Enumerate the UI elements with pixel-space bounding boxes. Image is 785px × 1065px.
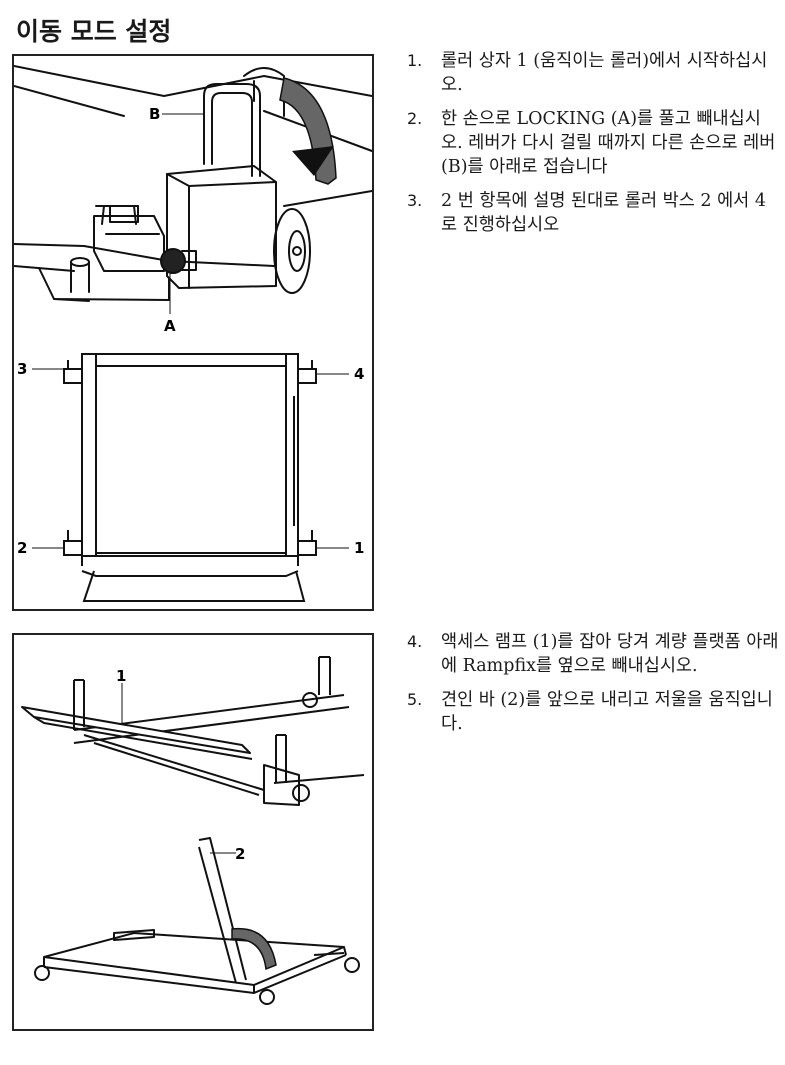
step-item: 1. 롤러 상자 1 (움직이는 롤러)에서 시작하십시오.: [407, 49, 779, 97]
step-item: 2. 한 손으로 LOCKING (A)를 풀고 빼내십시오. 레버가 다시 걸…: [407, 107, 779, 179]
callout-1: 1: [116, 667, 126, 685]
step-text: 견인 바 (2)를 앞으로 내리고 저울을 움직입니다.: [441, 690, 773, 734]
steps-list-roller-box: 1. 롤러 상자 1 (움직이는 롤러)에서 시작하십시오. 2. 한 손으로 …: [407, 49, 779, 247]
callout-a: A: [164, 317, 176, 335]
step-number: 1.: [407, 51, 423, 70]
figure-roller-box: B A 3 4 2 1: [12, 54, 374, 611]
step-number: 4.: [407, 632, 423, 651]
step-text: 2 번 항목에 설명 된대로 롤러 박스 2 에서 4로 진행하십시오: [441, 191, 766, 235]
step-text: 한 손으로 LOCKING (A)를 풀고 빼내십시오. 레버가 다시 걸릴 때…: [441, 109, 776, 177]
step-text: 액세스 램프 (1)를 잡아 당겨 계량 플랫폼 아래에 Rampfix를 옆으…: [441, 632, 779, 676]
step-text: 롤러 상자 1 (움직이는 롤러)에서 시작하십시오.: [441, 51, 768, 95]
step-number: 3.: [407, 191, 423, 210]
step-item: 4. 액세스 램프 (1)를 잡아 당겨 계량 플랫폼 아래에 Rampfix를…: [407, 630, 779, 678]
callout-3: 3: [17, 360, 27, 378]
steps-list-ramp: 4. 액세스 램프 (1)를 잡아 당겨 계량 플랫폼 아래에 Rampfix를…: [407, 630, 779, 746]
roller-box-illustration: B A 3 4 2 1: [14, 65, 372, 602]
step-item: 3. 2 번 항목에 설명 된대로 롤러 박스 2 에서 4로 진행하십시오: [407, 189, 779, 237]
step-item: 5. 견인 바 (2)를 앞으로 내리고 저울을 움직입니다.: [407, 688, 779, 736]
callout-2: 2: [17, 539, 27, 557]
callout-1: 1: [354, 539, 364, 557]
page-title: 이동 모드 설정: [16, 17, 172, 46]
step-number: 5.: [407, 690, 423, 709]
figure-ramp-and-towbar: 1 2: [12, 633, 374, 1031]
ramp-towbar-illustration: 1 2: [21, 656, 365, 1005]
callout-4: 4: [354, 365, 364, 383]
callout-b: B: [149, 105, 160, 123]
step-number: 2.: [407, 109, 423, 128]
callout-2: 2: [235, 845, 245, 863]
